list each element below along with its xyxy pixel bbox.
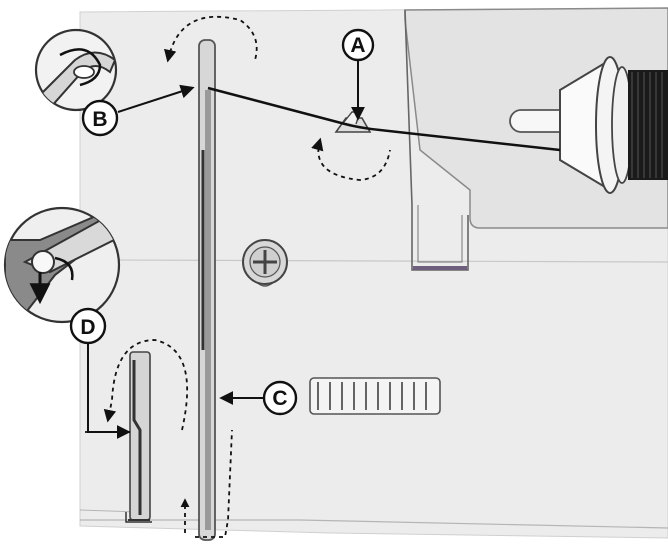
thread-path <box>207 86 561 152</box>
thread-spool <box>559 56 668 194</box>
callout-a: A <box>341 28 375 62</box>
callout-c-label: C <box>272 387 287 410</box>
needle-bar <box>125 351 152 523</box>
screw-icon <box>242 239 288 287</box>
callout-c: C <box>262 380 298 416</box>
tension-dial <box>309 377 441 415</box>
callout-d-label: D <box>80 316 95 339</box>
callout-leaders <box>87 60 365 439</box>
detail-magnifier-d <box>3 206 121 324</box>
callout-b-label: B <box>92 108 107 131</box>
detail-magnifier-b <box>34 28 118 112</box>
thread-guide-slot <box>404 9 469 271</box>
callout-b: B <box>81 99 119 137</box>
callout-d: D <box>69 307 107 345</box>
callout-a-label: A <box>350 34 365 57</box>
take-up-lever <box>198 39 216 541</box>
